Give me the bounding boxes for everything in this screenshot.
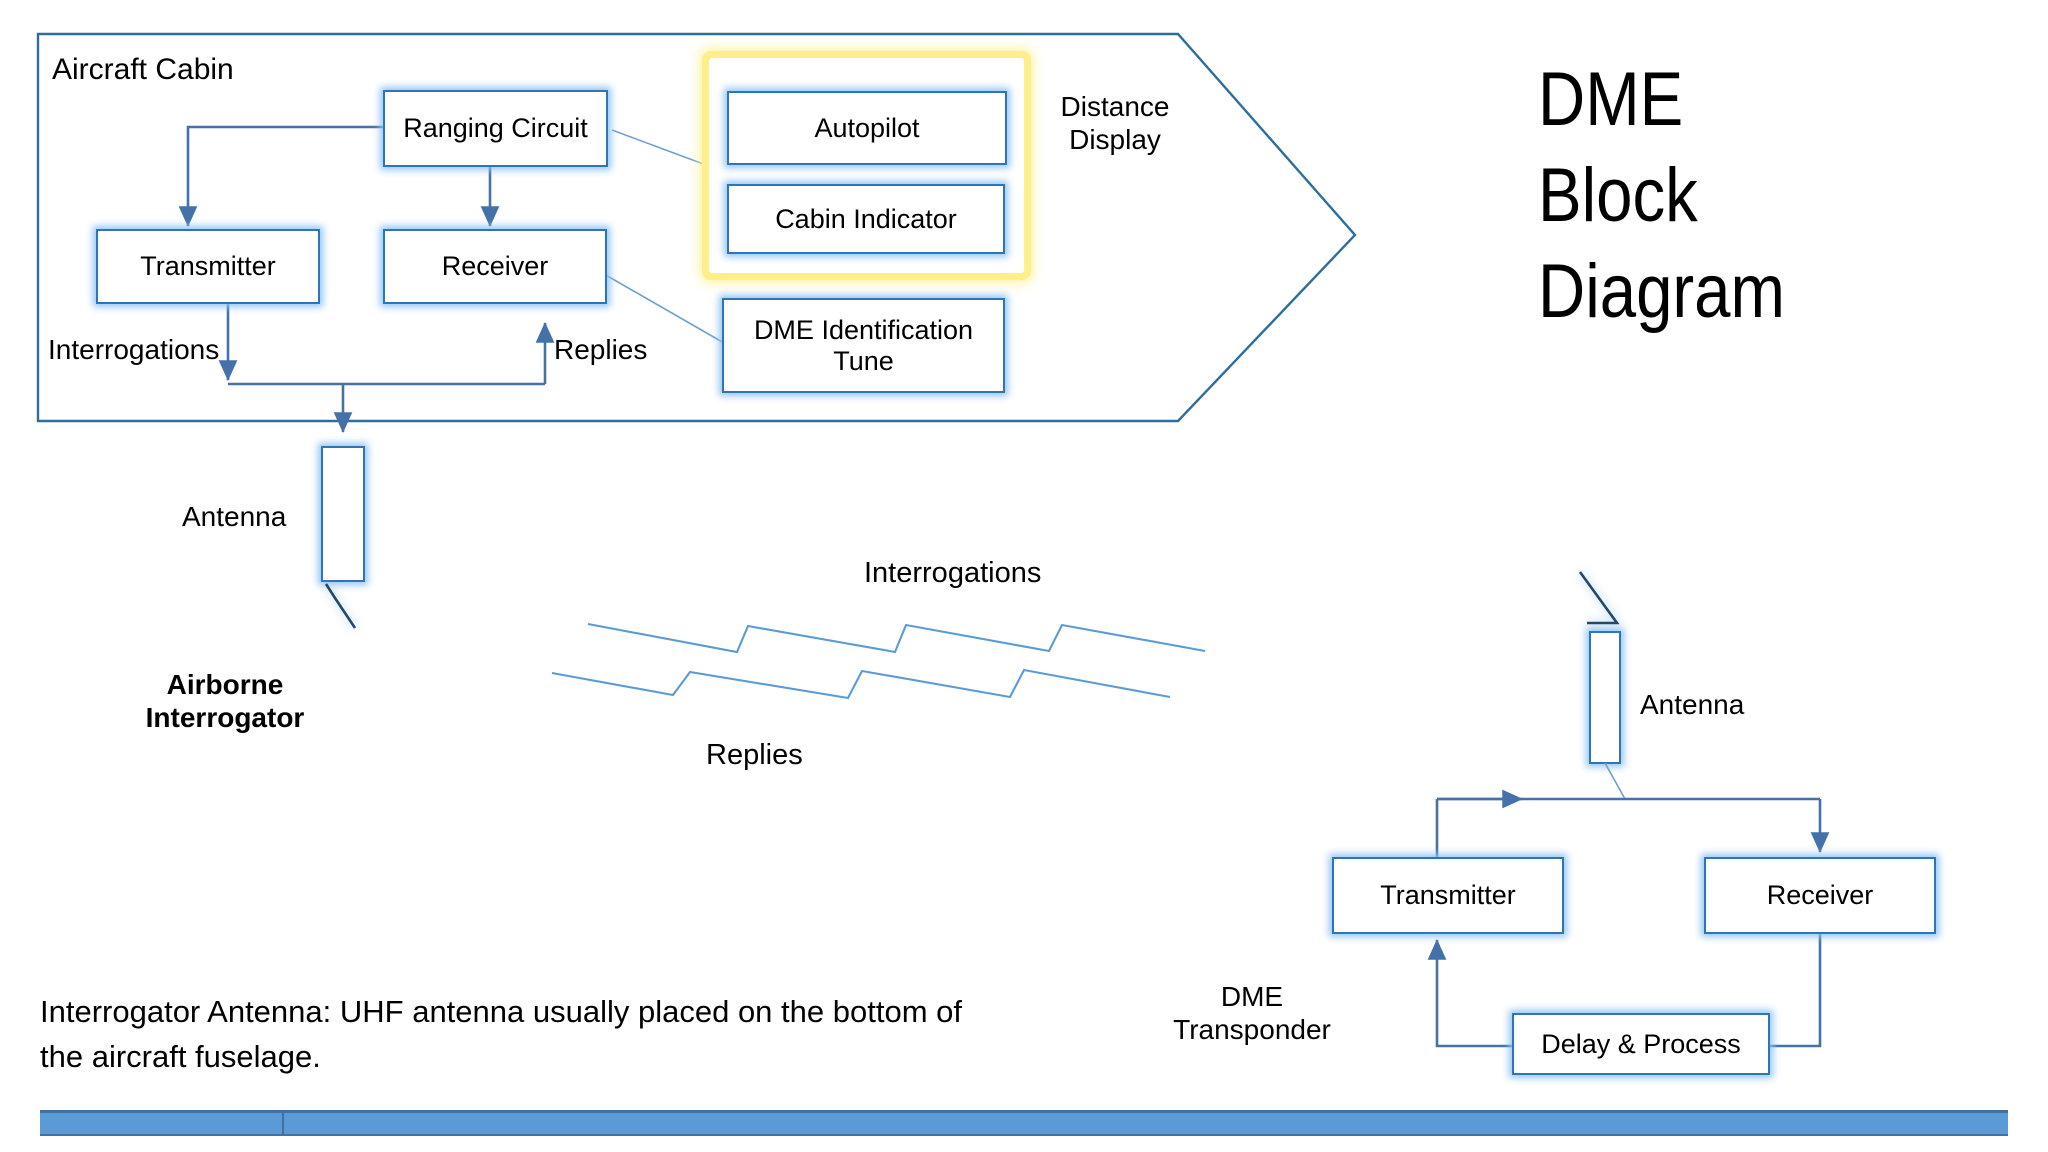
box-ranging-circuit[interactable]: Ranging Circuit: [383, 90, 608, 167]
leader-transponder-antenna-to-bus: [1604, 762, 1626, 800]
transponder-antenna-label: Antenna: [1640, 689, 1745, 720]
aircraft-cabin-label: Aircraft Cabin: [52, 53, 234, 86]
box-cabin-indicator[interactable]: Cabin Indicator: [727, 184, 1005, 254]
airborne-antenna-rect[interactable]: [321, 446, 365, 582]
box-dme-identification-tune[interactable]: DME Identification Tune: [722, 298, 1005, 393]
wave-interrogations: [587, 622, 1206, 654]
page-title-line1: DME: [1538, 57, 1684, 142]
airborne-antenna-label: Antenna: [182, 501, 287, 532]
box-receiver-transponder[interactable]: Receiver: [1704, 857, 1936, 934]
page-title-line2: Block: [1538, 152, 1698, 238]
airborne-antenna-stub: [324, 583, 357, 629]
box-receiver-airborne[interactable]: Receiver: [383, 229, 607, 304]
bottom-bar-divider: [282, 1113, 284, 1134]
page-title-line3: Diagram: [1538, 248, 1785, 334]
interrogations-label-signal: Interrogations: [864, 557, 1042, 589]
interrogations-label-cabin: Interrogations: [48, 334, 220, 365]
box-transmitter-transponder[interactable]: Transmitter: [1332, 857, 1564, 934]
connector-ranging-to-transmitter: [178, 125, 383, 228]
page-title: DME Block Diagram: [1538, 52, 1998, 339]
box-autopilot[interactable]: Autopilot: [727, 91, 1007, 165]
replies-label-cabin: Replies: [554, 334, 648, 365]
bottom-progress-bar: [40, 1110, 2008, 1136]
leader-ranging-to-autopilot: [611, 129, 707, 166]
transponder-antenna-rect[interactable]: [1589, 631, 1621, 764]
box-transmitter-airborne[interactable]: Transmitter: [96, 229, 320, 304]
replies-label-signal: Replies: [706, 739, 803, 771]
transponder-antenna-stub: [1578, 571, 1620, 625]
caption-text: Interrogator Antenna: UHF antenna usuall…: [40, 994, 962, 1074]
wave-replies: [551, 668, 1171, 700]
box-delay-and-process[interactable]: Delay & Process: [1512, 1013, 1770, 1075]
connector-delay-to-transmitter: [1427, 938, 1512, 1048]
